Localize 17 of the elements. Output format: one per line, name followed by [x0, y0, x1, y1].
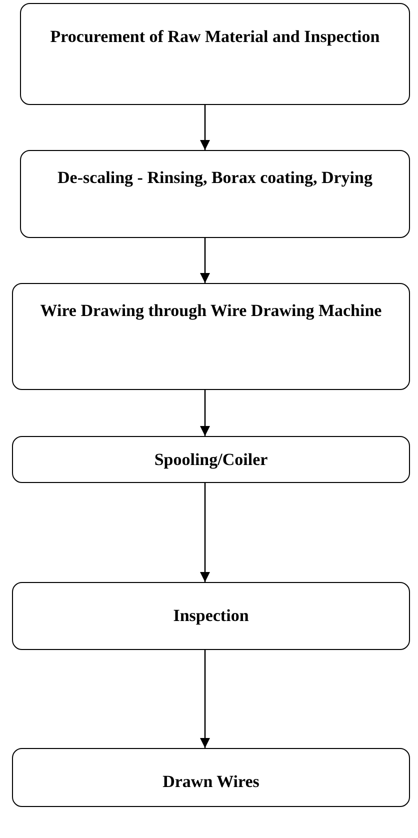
- step-label: Inspection: [173, 605, 249, 627]
- step-label: Wire Drawing through Wire Drawing Machine: [40, 300, 382, 322]
- process-box: [12, 582, 410, 650]
- step-label: Drawn Wires: [162, 771, 260, 793]
- arrow: [200, 105, 210, 150]
- process-box: [20, 150, 410, 238]
- step-label: Procurement of Raw Material and Inspection: [50, 26, 380, 48]
- step-label: De-scaling - Rinsing, Borax coating, Drying: [58, 167, 372, 189]
- arrow: [200, 238, 210, 283]
- process-box: [12, 283, 410, 390]
- process-box: [20, 3, 410, 105]
- arrow: [200, 390, 210, 436]
- process-box: [12, 748, 410, 807]
- step-label: Spooling/Coiler: [154, 449, 268, 471]
- process-box: [12, 436, 410, 483]
- arrow: [200, 650, 210, 748]
- arrow: [200, 483, 210, 582]
